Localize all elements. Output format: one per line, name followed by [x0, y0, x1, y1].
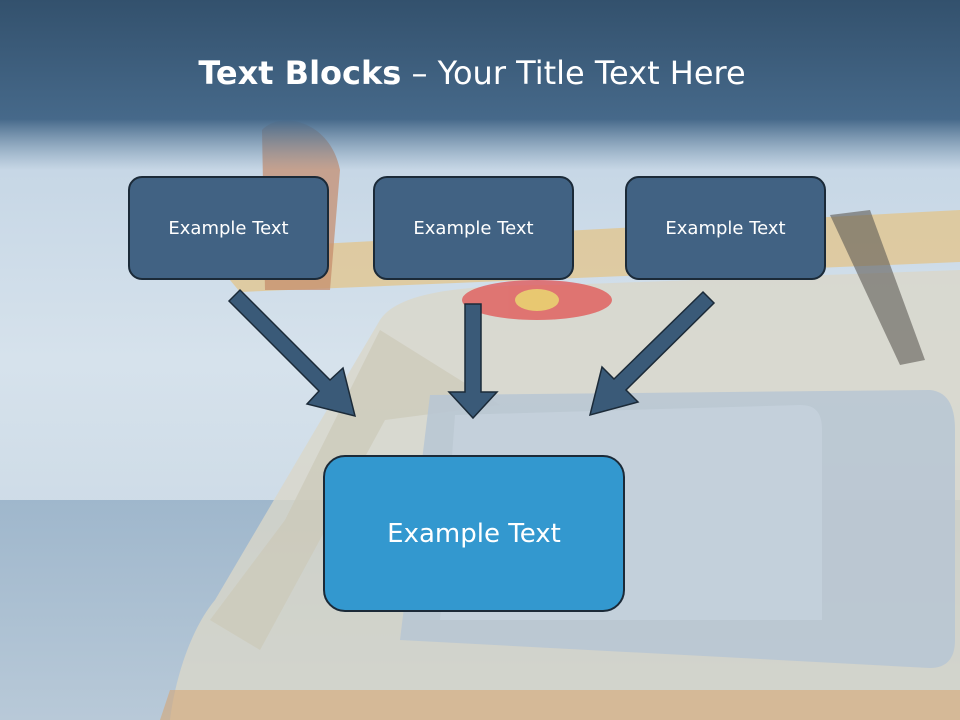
text-block-1-label: Example Text [168, 217, 289, 239]
text-block-2[interactable]: Example Text [373, 176, 574, 280]
title-bold-part: Text Blocks [198, 54, 402, 92]
text-block-1[interactable]: Example Text [128, 176, 329, 280]
arrow-middle [447, 303, 499, 420]
text-block-2-label: Example Text [413, 217, 534, 239]
text-block-3-label: Example Text [665, 217, 786, 239]
main-text-block[interactable]: Example Text [323, 455, 625, 612]
arrow-left [227, 288, 357, 418]
main-text-block-label: Example Text [387, 518, 561, 549]
title-rest-part: – Your Title Text Here [401, 54, 746, 92]
arrow-right [588, 290, 716, 417]
slide-title: Text Blocks – Your Title Text Here [0, 54, 944, 92]
text-block-3[interactable]: Example Text [625, 176, 826, 280]
